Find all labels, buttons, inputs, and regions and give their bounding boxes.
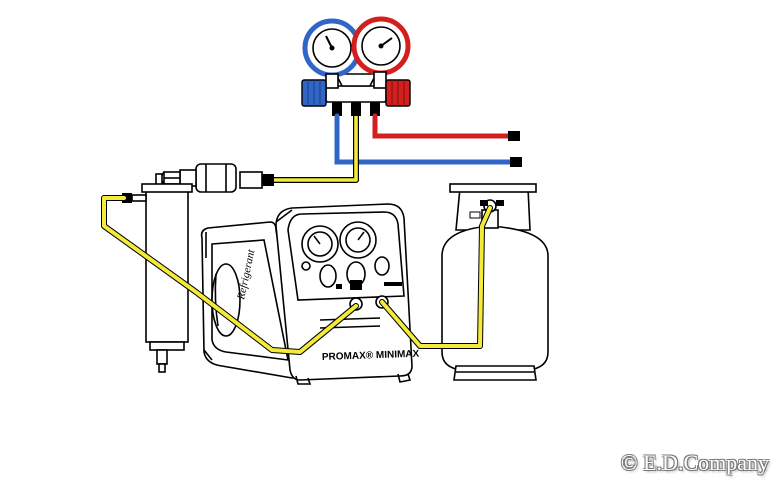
manifold-gauge-set [301,16,411,116]
high-pressure-gauge [351,16,411,76]
cylinder-to-unit-hose [101,195,359,355]
recovery-tank [441,183,549,381]
high-side-valve-knob [385,79,411,107]
unit-control-knobs [301,256,402,290]
low-pressure-gauge [302,18,362,78]
unit-gauges [301,221,377,263]
manifold-to-filter-hose [262,116,359,186]
low-side-valve-knob [301,79,327,107]
unit-brand-label: PROMAX® MINIMAX [322,349,420,363]
separator-cylinder [122,183,193,373]
high-side-hose [372,113,520,141]
recovery-unit: Refrigerant [200,203,420,385]
filter-drier [155,163,263,205]
low-side-hose [334,113,522,167]
unit-to-tank-hose [379,205,493,349]
copyright-watermark: © E.D.Company [620,450,769,475]
